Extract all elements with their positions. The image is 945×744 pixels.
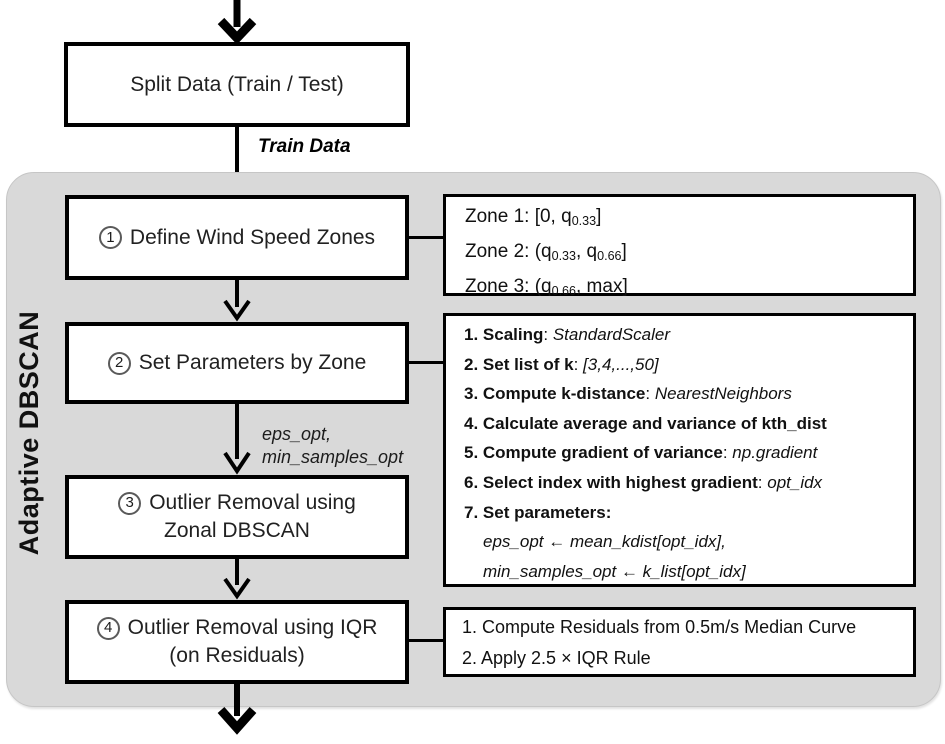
note-line: 6. Select index with highest gradient: o… [464,472,823,492]
split-data-box: Split Data (Train / Test) [64,42,410,127]
note-params-box: 1. Scaling: StandardScaler 2. Set list of… [443,313,916,587]
note-line: Zone 2: (q0.33, q0.66] [465,241,627,264]
note-line: 4. Calculate average and variance of kth… [464,413,827,433]
connector-step1-note [408,236,444,239]
note-line: eps_opt ← mean_kdist[opt_idx], [483,532,726,552]
entry-arrow-icon [217,0,257,43]
arrow-step1-to-step2-icon [223,280,251,322]
note-line: 2. Apply 2.5 × IQR Rule [462,648,651,668]
circled-number-4: 4 [96,616,120,640]
circled-number-1: 1 [98,226,122,249]
note-line: 5. Compute gradient of variance: np.grad… [464,443,818,463]
note-line: 1. Scaling: StandardScaler [464,325,671,344]
connector-step4-note [408,639,444,642]
note-line: 7. Set parameters: [464,502,612,522]
note-line: 2. Set list of k: [3,4,...,50] [464,354,659,374]
step4-label-line2: (on Residuals) [169,644,305,667]
note-line: 3. Compute k-distance: NearestNeighbors [464,384,792,404]
step2-label: Set Parameters by Zone [138,351,367,375]
eps-opt-line1: eps_opt, [262,424,332,444]
step2-set-parameters-box: 2 Set Parameters by Zone [65,322,409,404]
step1-label: Define Wind Speed Zones [129,225,376,249]
exit-arrow-icon [217,684,257,735]
note-line: 1. Compute Residuals from 0.5m/s Median … [462,617,857,637]
arrow-step2-to-step3-icon [223,404,251,475]
step4-label-line1: Outlier Removal using IQR [127,616,378,640]
eps-opt-line2: min_samples_opt [262,447,404,467]
step1-define-zones-box: 1 Define Wind Speed Zones [65,195,409,280]
step3-label-line1: Outlier Removal using [149,491,356,515]
adaptive-dbscan-title: Adaptive DBSCAN [14,310,44,556]
note-line: Zone 3: (q0.66, max] [465,276,628,299]
step3-label-line2: Zonal DBSCAN [164,519,310,542]
note-line: min_samples_opt ← k_list[opt_idx] [483,561,746,581]
arrow-step3-to-step4-icon [223,559,251,600]
step3-zonal-dbscan-box: 3 Outlier Removal using Zonal DBSCAN [65,475,409,559]
split-data-label: Split Data (Train / Test) [130,72,344,96]
circled-number-3: 3 [118,491,142,515]
note-zones-box: Zone 1: [0, q0.33] Zone 2: (q0.33, q0.66]… [443,194,916,298]
step4-iqr-box: 4 Outlier Removal using IQR (on Residual… [65,600,409,684]
train-data-label: Train Data [258,136,351,157]
connector-step2-note [408,361,444,364]
note-line: Zone 1: [0, q0.33] [465,206,602,229]
note-iqr-box: 1. Compute Residuals from 0.5m/s Median … [443,607,916,677]
eps-opt-edge-label: eps_opt, min_samples_opt [262,423,403,469]
circled-number-2: 2 [107,351,131,375]
